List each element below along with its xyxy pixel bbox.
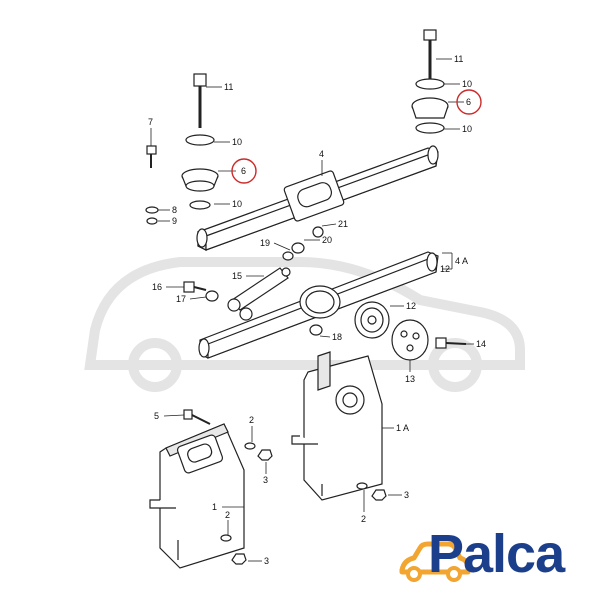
callout-12: 12 xyxy=(440,264,450,274)
callout-10: 10 xyxy=(462,79,472,89)
bolt-16-17 xyxy=(183,281,219,302)
callout-6: 6 xyxy=(466,97,471,107)
callout-12: 12 xyxy=(406,301,416,311)
callout-8: 8 xyxy=(172,205,177,215)
bracket-1a xyxy=(291,351,387,501)
callout-10: 10 xyxy=(462,124,472,134)
crossmember-upper xyxy=(196,145,439,251)
brand-logotype: Palca xyxy=(428,524,565,584)
callout-13: 13 xyxy=(405,374,415,384)
bracket-1 xyxy=(149,409,273,569)
callout-3: 3 xyxy=(263,475,268,485)
callout-1a: 1 A xyxy=(396,423,409,433)
callout-10: 10 xyxy=(232,199,242,209)
shock-absorber xyxy=(227,267,291,321)
highlight-6-right xyxy=(456,89,482,115)
callout-2: 2 xyxy=(249,415,254,425)
car-watermark xyxy=(84,257,525,392)
callout-6: 6 xyxy=(241,166,246,176)
callout-11: 11 xyxy=(454,54,463,64)
pulley-assembly xyxy=(354,301,467,361)
callout-2: 2 xyxy=(361,514,366,524)
callout-4: 4 xyxy=(319,149,324,159)
callout-4a: 4 A xyxy=(455,256,468,266)
callout-10: 10 xyxy=(232,137,242,147)
callout-15: 15 xyxy=(232,271,242,281)
callout-17: 17 xyxy=(176,294,186,304)
bushings xyxy=(282,226,324,336)
callout-20: 20 xyxy=(322,235,332,245)
car-icon xyxy=(399,541,471,575)
callout-3: 3 xyxy=(264,556,269,566)
callout-16: 16 xyxy=(152,282,162,292)
callout-2: 2 xyxy=(225,510,230,520)
bolt-7-stack xyxy=(145,145,159,225)
callout-21: 21 xyxy=(338,219,348,229)
callout-3: 3 xyxy=(404,490,409,500)
leader-lines xyxy=(150,58,474,562)
highlight-6-left xyxy=(231,158,257,184)
callout-9: 9 xyxy=(172,216,177,226)
callout-11: 11 xyxy=(224,82,233,92)
callout-7: 7 xyxy=(148,117,153,127)
callout-5: 5 xyxy=(154,411,159,421)
callout-19: 19 xyxy=(260,238,270,248)
callout-18: 18 xyxy=(332,332,342,342)
crossmember-lower xyxy=(198,251,439,359)
palca-logo xyxy=(399,541,471,582)
mount-left xyxy=(181,73,219,210)
mount-right xyxy=(411,29,449,134)
callout-labels: 11 11 10 10 10 10 7 6 6 8 9 4 21 20 19 1… xyxy=(148,54,486,566)
callout-1: 1 xyxy=(212,502,217,512)
callout-14: 14 xyxy=(476,339,486,349)
